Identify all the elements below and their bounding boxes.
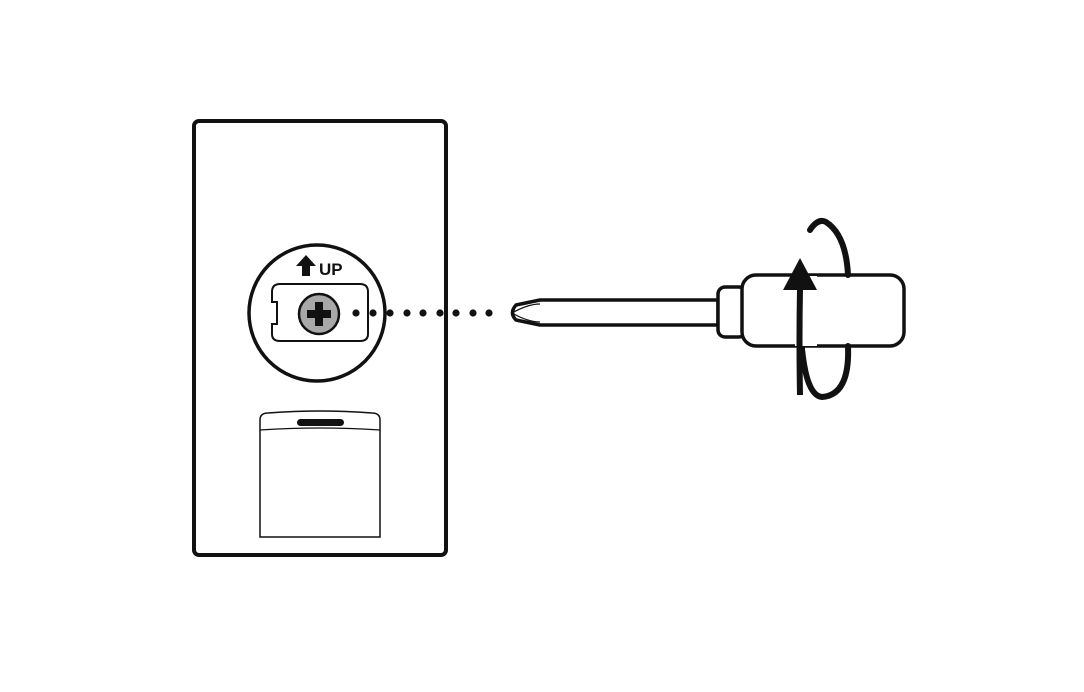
lower-cover (259, 410, 381, 538)
phillips-screw-icon (297, 292, 341, 336)
up-label: UP (319, 260, 343, 279)
rotate-arrow-icon (783, 218, 852, 401)
dotted-guide-line (352, 309, 493, 317)
up-arrow-icon (296, 255, 316, 276)
screwdriver-icon (510, 273, 906, 348)
